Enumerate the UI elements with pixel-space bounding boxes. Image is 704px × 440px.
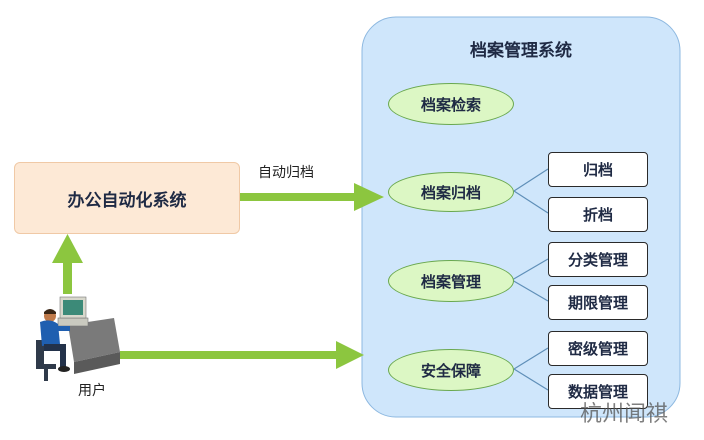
archive-system-title: 档案管理系统 bbox=[470, 41, 572, 61]
connector-manage-to-category bbox=[511, 258, 549, 281]
connector-manage-to-period bbox=[511, 279, 549, 302]
node-archive-search: 档案检索 bbox=[388, 83, 514, 125]
sub-node-period-management: 期限管理 bbox=[548, 285, 648, 320]
sub-node-label: 数据管理 bbox=[567, 383, 628, 401]
connector-security-to-data bbox=[513, 368, 549, 391]
node-label: 档案管理 bbox=[420, 272, 481, 291]
sub-node-label: 期限管理 bbox=[567, 294, 628, 312]
sub-node-secret-level-management: 密级管理 bbox=[548, 331, 648, 366]
tree-connectors bbox=[511, 168, 549, 391]
user-computer-icon bbox=[36, 296, 120, 381]
watermark-text: 杭州闻祺 bbox=[580, 402, 669, 427]
sub-node-label: 分类管理 bbox=[567, 251, 628, 269]
node-label: 档案归档 bbox=[420, 183, 481, 202]
sub-node-category-management: 分类管理 bbox=[548, 242, 648, 277]
oa-system-box: 办公自动化系统 bbox=[14, 162, 240, 234]
auto-archive-label: 自动归档 bbox=[258, 165, 314, 181]
connector-archive-to-zhedang bbox=[513, 190, 549, 214]
sub-node-zhedang: 折档 bbox=[548, 197, 648, 232]
sub-node-guidang: 归档 bbox=[548, 152, 648, 187]
node-security: 安全保障 bbox=[388, 349, 514, 391]
sub-node-label: 归档 bbox=[582, 161, 613, 179]
node-archive-filing: 档案归档 bbox=[388, 172, 514, 212]
connector-archive-to-guidang bbox=[513, 168, 549, 192]
sub-node-label: 折档 bbox=[582, 206, 613, 224]
user-label: 用户 bbox=[78, 383, 106, 399]
node-label: 安全保障 bbox=[420, 361, 481, 380]
user-to-oa-arrow bbox=[52, 234, 83, 294]
node-archive-management: 档案管理 bbox=[388, 260, 514, 302]
user-to-security-arrow bbox=[120, 341, 364, 369]
sub-node-data-management: 数据管理 bbox=[548, 374, 648, 409]
sub-node-label: 密级管理 bbox=[567, 340, 628, 358]
connector-security-to-secret bbox=[513, 347, 549, 370]
node-label: 档案检索 bbox=[420, 95, 481, 114]
auto-archive-arrow bbox=[238, 183, 384, 211]
oa-system-label: 办公自动化系统 bbox=[67, 190, 187, 211]
